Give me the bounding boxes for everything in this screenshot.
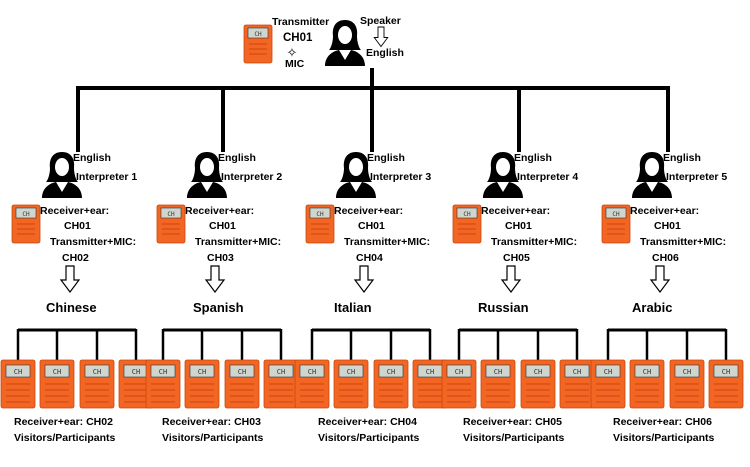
interpreter-2-transmitter-label: Transmitter+MIC: (195, 236, 282, 248)
interpreter-3-output-language: Italian (334, 300, 372, 315)
interpreter-4-device (452, 204, 482, 244)
interpreter-4-transmitter-label: Transmitter+MIC: (491, 236, 578, 248)
group-2-receiver-3 (224, 359, 260, 409)
speaker-person-icon (325, 20, 365, 66)
group-4-receiver-2 (480, 359, 516, 409)
interpreter-1-receiver-channel: CH01 (64, 220, 91, 232)
interpreter-4-transmitter-channel: CH05 (503, 252, 530, 264)
speaker-arrow-icon (373, 26, 389, 47)
interpreter-5-output-language: Arabic (632, 300, 673, 315)
interpreter-3-receiver-label: Receiver+ear: (334, 205, 404, 217)
interpreter-4-name: Interpreter 4 (517, 171, 579, 183)
interpreter-5-receiver-label: Receiver+ear: (630, 205, 700, 217)
interpreter-3-device (305, 204, 335, 244)
group-4-receiver-1 (441, 359, 477, 409)
interpreter-2-language: English (218, 152, 256, 164)
interpreter-2-receiver-channel: CH01 (209, 220, 236, 232)
interpreter-1-arrow-icon (60, 265, 80, 293)
group-2-receiver-4 (263, 359, 299, 409)
interpreter-1-language: English (73, 152, 111, 164)
group-2-footer-group: Visitors/Participants (162, 432, 264, 444)
interpreter-3-receiver-channel: CH01 (358, 220, 385, 232)
speaker-language-label: English (366, 47, 404, 59)
interpreter-4-output-language: Russian (478, 300, 529, 315)
interpreter-2-arrow-icon (205, 265, 225, 293)
group-4-receiver-4 (559, 359, 595, 409)
group-1-receiver-1 (0, 359, 36, 409)
group-4-footer-receiver: Receiver+ear: CH05 (463, 416, 562, 428)
interpreter-3-arrow-icon (354, 265, 374, 293)
interpreter-4-receiver-channel: CH01 (505, 220, 532, 232)
group-3-receiver-3 (373, 359, 409, 409)
interpreter-4-receiver-label: Receiver+ear: (481, 205, 551, 217)
group-1-receiver-2 (39, 359, 75, 409)
group-3-receiver-1 (294, 359, 330, 409)
interpreter-2-receiver-label: Receiver+ear: (185, 205, 255, 217)
interpreter-3-name: Interpreter 3 (370, 171, 432, 183)
interpreter-1-device (11, 204, 41, 244)
group-2-receiver-2 (184, 359, 220, 409)
group-2-receiver-1 (145, 359, 181, 409)
interpreter-1-transmitter-label: Transmitter+MIC: (50, 236, 137, 248)
group-5-receiver-1 (590, 359, 626, 409)
group-5-receiver-4 (708, 359, 744, 409)
speaker-mic-label: MIC (285, 58, 305, 70)
interpreter-1-transmitter-channel: CH02 (62, 252, 89, 264)
interpreter-3-transmitter-label: Transmitter+MIC: (344, 236, 431, 248)
interpreter-5-name: Interpreter 5 (666, 171, 728, 183)
group-1-footer-receiver: Receiver+ear: CH02 (14, 416, 113, 428)
interpreter-1-output-language: Chinese (46, 300, 97, 315)
interpreter-4-language: English (514, 152, 552, 164)
group-1-receiver-3 (79, 359, 115, 409)
group-5-footer-receiver: Receiver+ear: CH06 (613, 416, 712, 428)
interpreter-5-arrow-icon (650, 265, 670, 293)
interpreter-5-language: English (663, 152, 701, 164)
interpreter-2-output-language: Spanish (193, 300, 244, 315)
speaker-channel-label: CH01 (283, 32, 313, 44)
top-distribution-lines (78, 68, 668, 90)
interpreter-5-transmitter-label: Transmitter+MIC: (640, 236, 727, 248)
interpreter-1-receiver-label: Receiver+ear: (40, 205, 110, 217)
interpreter-5-receiver-channel: CH01 (654, 220, 681, 232)
interpreter-1-name: Interpreter 1 (76, 171, 138, 183)
speaker-transmitter-label: Transmitter (272, 16, 330, 28)
speaker-transmitter-device (243, 24, 273, 64)
interpreter-2-transmitter-channel: CH03 (207, 252, 234, 264)
sparkle-icon: ✧ (287, 45, 298, 60)
group-4-receiver-3 (520, 359, 556, 409)
interpreter-3-language: English (367, 152, 405, 164)
group-3-receiver-2 (333, 359, 369, 409)
group-4-footer-group: Visitors/Participants (463, 432, 565, 444)
interpreter-2-name: Interpreter 2 (221, 171, 283, 183)
group-3-footer-group: Visitors/Participants (318, 432, 420, 444)
group-5-receiver-3 (669, 359, 705, 409)
group-5-footer-group: Visitors/Participants (613, 432, 715, 444)
group-1-footer-group: Visitors/Participants (14, 432, 116, 444)
speaker-role-label: Speaker (360, 15, 401, 27)
interpreter-2-device (156, 204, 186, 244)
group-3-footer-receiver: Receiver+ear: CH04 (318, 416, 417, 428)
interpreter-5-transmitter-channel: CH06 (652, 252, 679, 264)
group-2-footer-receiver: Receiver+ear: CH03 (162, 416, 261, 428)
group-5-receiver-2 (629, 359, 665, 409)
interpreter-5-device (601, 204, 631, 244)
interpreter-3-transmitter-channel: CH04 (356, 252, 383, 264)
interpreter-4-arrow-icon (501, 265, 521, 293)
